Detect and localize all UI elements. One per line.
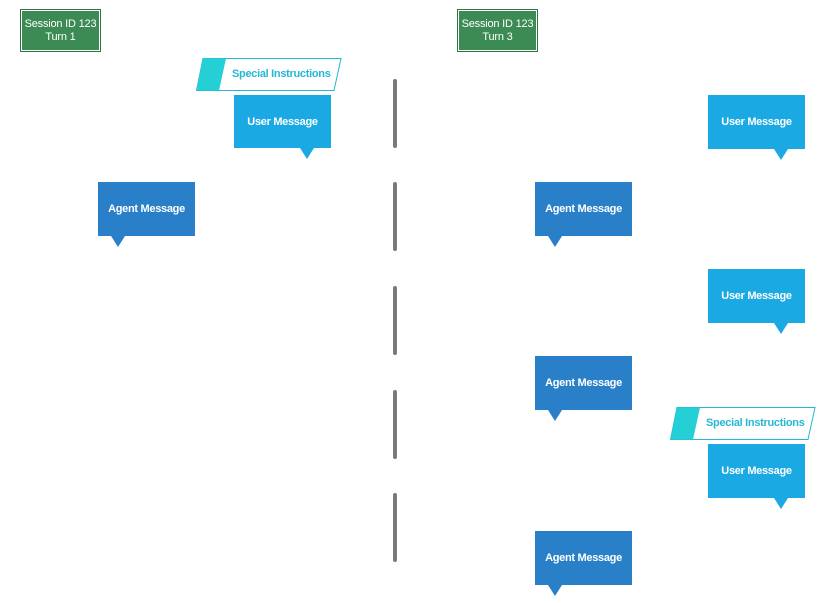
bubble-tail: [774, 149, 788, 160]
turn-label: Turn 1: [45, 30, 76, 43]
session-id-label: Session ID 123: [24, 17, 97, 30]
agent-message-bubble: Agent Message: [535, 182, 632, 247]
agent-message-label: Agent Message: [545, 552, 622, 564]
bubble-tail: [111, 236, 125, 247]
bubble-tail: [548, 585, 562, 596]
special-instructions-label: Special Instructions: [232, 68, 331, 80]
user-message-label: User Message: [721, 465, 792, 477]
special-instructions-tag: Special Instructions: [670, 407, 816, 440]
divider-dash: [393, 286, 397, 355]
divider-dash: [393, 79, 397, 148]
bubble-tail: [774, 323, 788, 334]
agent-message-label: Agent Message: [108, 203, 185, 215]
divider-dash: [393, 390, 397, 459]
special-instructions-label: Special Instructions: [706, 417, 805, 429]
divider-dash: [393, 493, 397, 562]
special-instructions-shape: [196, 58, 342, 91]
user-message-bubble: User Message: [708, 269, 805, 334]
user-message-bubble: User Message: [708, 444, 805, 509]
bubble-tail: [548, 236, 562, 247]
user-message-bubble: User Message: [708, 95, 805, 160]
special-instructions-shape: [670, 407, 816, 440]
turn-label: Turn 3: [482, 30, 513, 43]
user-message-label: User Message: [721, 116, 792, 128]
user-message-bubble: User Message: [234, 95, 331, 159]
session-turn-3-box: Session ID 123 Turn 3: [458, 10, 537, 51]
divider-dash: [393, 182, 397, 251]
agent-message-bubble: Agent Message: [535, 531, 632, 596]
bubble-tail: [548, 410, 562, 421]
user-message-label: User Message: [721, 290, 792, 302]
session-turn-1-box: Session ID 123 Turn 1: [21, 10, 100, 51]
bubble-tail: [774, 498, 788, 509]
agent-message-label: Agent Message: [545, 203, 622, 215]
agent-message-bubble: Agent Message: [98, 182, 195, 247]
agent-message-label: Agent Message: [545, 377, 622, 389]
session-id-label: Session ID 123: [461, 17, 534, 30]
user-message-label: User Message: [247, 115, 318, 128]
special-instructions-tag: Special Instructions: [196, 58, 342, 91]
agent-message-bubble: Agent Message: [535, 356, 632, 421]
bubble-tail: [300, 148, 314, 159]
